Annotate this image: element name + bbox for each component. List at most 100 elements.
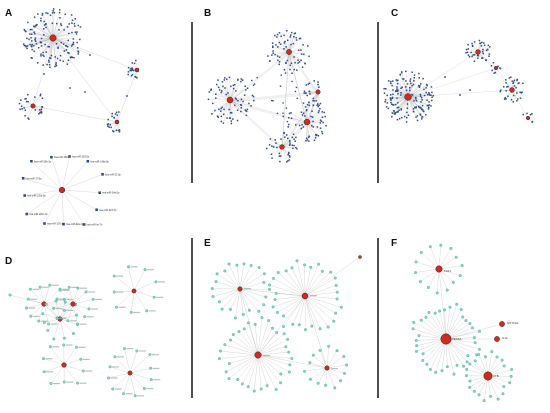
mirna-node	[79, 26, 82, 28]
mirna-node	[216, 115, 219, 117]
gene-node	[76, 322, 80, 326]
cluster-edge	[27, 22, 54, 39]
inter-hub-edge	[445, 338, 489, 377]
cluster-edge	[229, 96, 254, 101]
cluster-edge	[229, 88, 248, 101]
cluster-edge	[211, 99, 231, 114]
inset-edge	[24, 189, 63, 196]
mirna-node	[48, 64, 51, 66]
mirna-node	[308, 104, 310, 107]
inset-edge	[61, 189, 85, 225]
inset-mirna-node	[21, 177, 25, 180]
mirna-node	[230, 120, 233, 122]
mirna-node	[392, 104, 394, 106]
panel-label-f: F	[391, 238, 397, 249]
mirna-node	[229, 111, 232, 114]
mirna-node	[409, 80, 411, 82]
spoke-edge	[313, 355, 328, 369]
hub-label-ctb: CTB	[493, 374, 499, 378]
cluster-edge	[34, 16, 54, 39]
hub-label-vegfa: VEGFA	[452, 337, 461, 341]
gene-node	[464, 374, 468, 378]
gene-node	[41, 357, 45, 361]
spoke-edge	[63, 347, 77, 366]
node-label-mark	[116, 291, 124, 293]
spoke-edge	[283, 295, 306, 317]
mirna-node	[505, 90, 507, 92]
gene-node	[271, 326, 274, 330]
gene-node	[290, 266, 294, 270]
mirna-node	[466, 51, 469, 54]
mirna-node	[286, 59, 289, 62]
spoke-edge	[63, 364, 78, 384]
gene-node	[272, 276, 275, 280]
mirna-node	[42, 54, 44, 56]
mirna-node	[54, 56, 57, 58]
hub-label-fgf1: FGF1	[444, 269, 452, 273]
mirna-node	[385, 106, 388, 108]
mirna-node	[467, 54, 470, 56]
hub-node-b-bottom	[279, 144, 285, 150]
mirna-node	[421, 99, 423, 101]
mirna-node	[325, 124, 327, 127]
mirna-node	[317, 81, 319, 83]
gene-node	[455, 363, 459, 367]
mirna-node	[315, 134, 317, 137]
spoke-edge	[304, 295, 329, 328]
bridge-mirna-node	[282, 102, 284, 104]
spoke-edge	[215, 281, 241, 290]
gene-node	[87, 307, 91, 311]
spoke-edge	[257, 354, 290, 366]
gene-node	[438, 309, 442, 313]
spoke-edge	[304, 367, 328, 372]
mirna-node	[391, 96, 394, 99]
gene-node	[445, 288, 449, 292]
mirna-node	[65, 49, 68, 51]
gene-node	[223, 269, 227, 273]
mirna-node	[295, 146, 297, 149]
inset-mirna-node	[101, 173, 104, 176]
mirna-node	[294, 140, 297, 142]
mirna-node	[215, 93, 217, 95]
gene-node	[67, 285, 71, 289]
mirna-node	[31, 45, 33, 48]
bridge-mirna-node	[251, 79, 253, 82]
mirna-node	[290, 43, 292, 46]
mirna-node	[487, 44, 490, 47]
mirna-node	[136, 77, 138, 79]
gene-node	[231, 333, 235, 336]
node-label-mark	[125, 393, 133, 395]
gene-node	[275, 311, 279, 314]
hub-node-c-right	[509, 87, 515, 93]
mirna-node	[483, 44, 486, 47]
mirna-node	[40, 112, 43, 114]
node-label-mark	[90, 308, 98, 310]
gene-node	[264, 295, 268, 299]
mirna-node	[70, 14, 73, 16]
mirna-node	[37, 47, 40, 49]
mirna-node	[226, 117, 228, 119]
node-label-mark	[51, 284, 59, 286]
mirna-node	[479, 42, 482, 45]
mirna-node	[308, 136, 310, 139]
gene-node	[414, 339, 418, 342]
mirna-node	[47, 12, 49, 15]
mirna-node	[278, 152, 281, 155]
gene-node	[470, 326, 474, 330]
spoke-edge	[44, 364, 65, 372]
cluster-edge	[50, 15, 54, 39]
mirna-node	[39, 94, 42, 97]
mirna-node	[392, 110, 395, 112]
mirna-node	[220, 120, 222, 123]
gene-node	[465, 367, 469, 371]
hub-node-a-left	[30, 103, 36, 109]
gene-node	[154, 280, 158, 284]
mirna-node	[298, 124, 301, 127]
inset-edge	[61, 189, 97, 210]
gene-node	[317, 262, 321, 266]
gene-node	[276, 271, 280, 274]
gene-node	[26, 297, 30, 301]
inset-edge	[61, 174, 103, 191]
mirna-node	[67, 59, 70, 62]
mirna-node	[30, 40, 33, 42]
